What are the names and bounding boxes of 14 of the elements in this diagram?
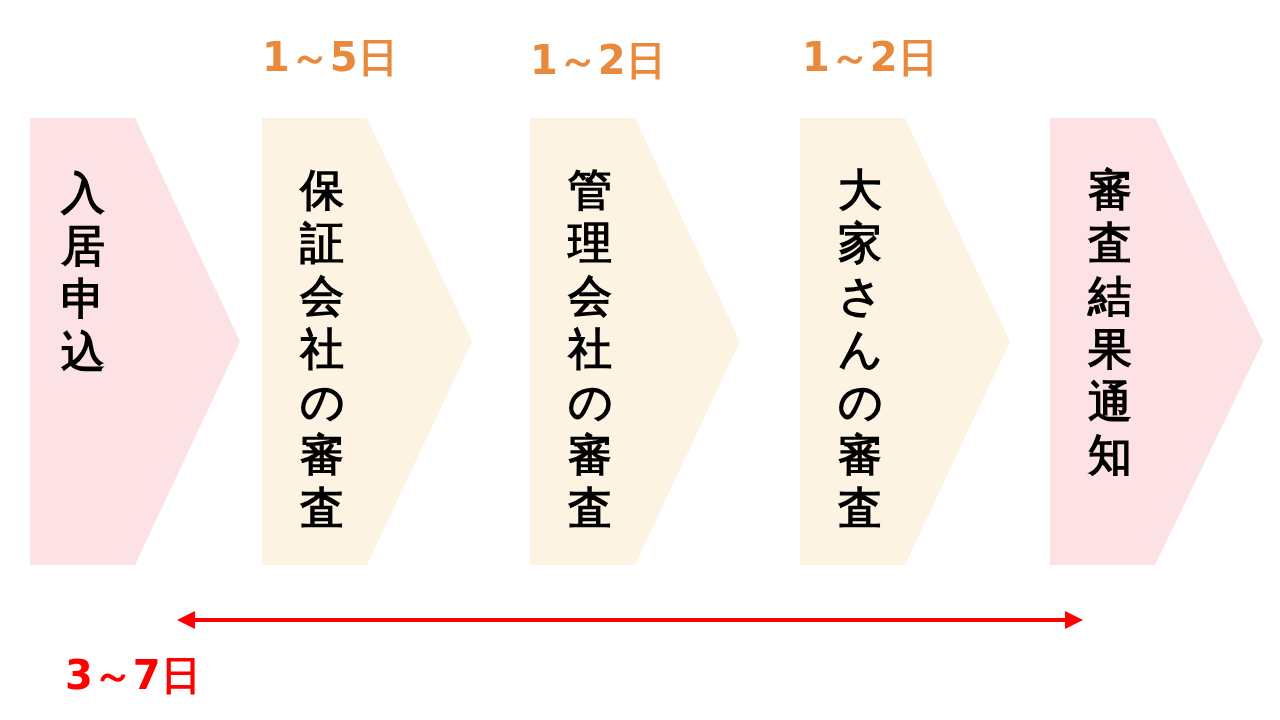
step-label: 保証会社の審査 bbox=[298, 163, 346, 534]
duration-label: 1～2日 bbox=[530, 36, 666, 85]
chevron-box bbox=[1050, 118, 1263, 565]
step-label: 入居申込 bbox=[59, 166, 106, 378]
chevron-box bbox=[30, 118, 240, 565]
step-label: 審査結果通知 bbox=[1086, 163, 1133, 481]
chevron-box bbox=[262, 118, 472, 565]
step-label: 管理会社の審査 bbox=[566, 163, 614, 534]
chevron-box bbox=[800, 118, 1010, 565]
duration-label: 1～5日 bbox=[262, 33, 398, 82]
duration-label: 3～7日 bbox=[65, 651, 201, 700]
chevron-box bbox=[530, 118, 740, 565]
duration-label: 1～2日 bbox=[802, 33, 938, 82]
step-label: 大家さんの審査 bbox=[836, 163, 884, 534]
